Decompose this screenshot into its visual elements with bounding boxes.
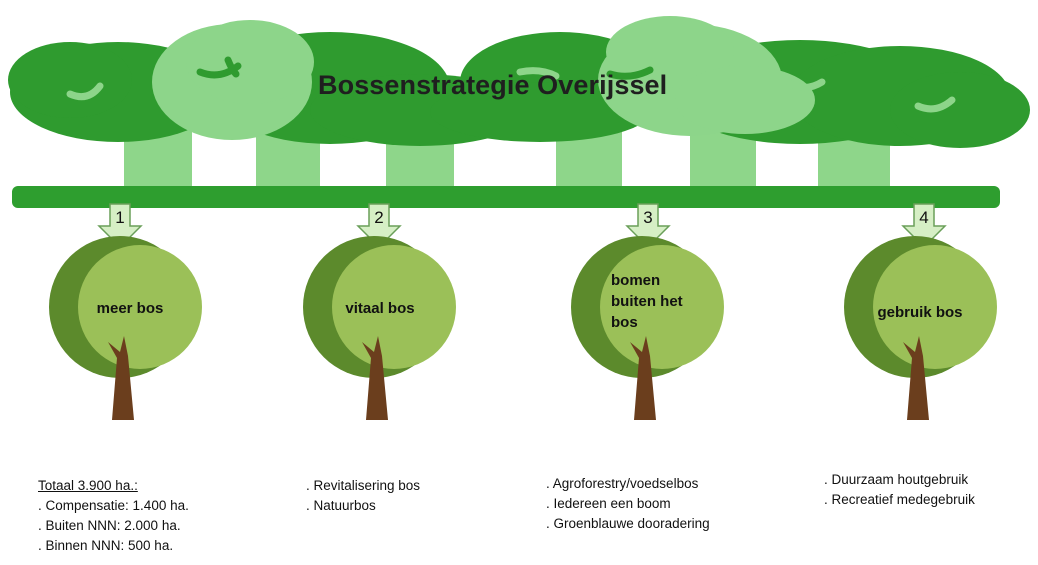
pillar-number-3: 3 — [643, 208, 653, 227]
tree-1 — [49, 236, 202, 420]
list-item: . Recreatief medegebruik — [824, 492, 975, 507]
pillar-label-3-line-2: buiten het — [611, 293, 683, 310]
tree-2 — [303, 236, 456, 420]
pillar-number-4: 4 — [919, 208, 929, 227]
pillar-list-4: . Duurzaam houtgebruik . Recreatief mede… — [824, 470, 975, 510]
canopy-swirls — [66, 56, 956, 113]
pillar-label-3-line-1: bomen — [611, 272, 661, 289]
pillar-list-3: . Agroforestry/voedselbos . Iedereen een… — [546, 474, 710, 534]
arrows — [97, 203, 947, 249]
pillar-list-2: . Revitalisering bos . Natuurbos — [306, 476, 420, 516]
pillar-label-1: meer bos — [96, 300, 164, 317]
pillar-label-3: bomen buiten het bos — [611, 270, 711, 333]
tree-3 — [571, 236, 724, 420]
diagram-title: Bossenstrategie Overijssel — [318, 70, 668, 100]
pillar-number-1: 1 — [115, 208, 125, 227]
canopy-light — [152, 16, 815, 140]
list-item: . Buiten NNN: 2.000 ha. — [38, 518, 181, 533]
list-item: . Compensatie: 1.400 ha. — [38, 498, 189, 513]
list-item: . Iedereen een boom — [546, 496, 671, 511]
pillar-list-1-title: Totaal 3.900 ha.: — [38, 478, 138, 493]
arrow-1 — [97, 203, 143, 249]
pillar-label-2: vitaal bos — [345, 300, 415, 317]
pillar-label-3-line-3: bos — [611, 314, 638, 331]
list-item: . Duurzaam houtgebruik — [824, 472, 969, 487]
pillar-number-2: 2 — [374, 208, 384, 227]
foundation-bar — [12, 186, 1000, 208]
pillar-list-1: Totaal 3.900 ha.: . Compensatie: 1.400 h… — [38, 476, 189, 556]
list-item: . Binnen NNN: 500 ha. — [38, 538, 174, 553]
list-item: . Agroforestry/voedselbos — [546, 476, 699, 491]
pillar-label-4: gebruik bos — [877, 304, 963, 321]
tree-4 — [844, 236, 997, 420]
list-item: . Natuurbos — [306, 498, 376, 513]
list-item: . Groenblauwe dooradering — [546, 516, 710, 531]
list-item: . Revitalisering bos — [306, 478, 421, 493]
